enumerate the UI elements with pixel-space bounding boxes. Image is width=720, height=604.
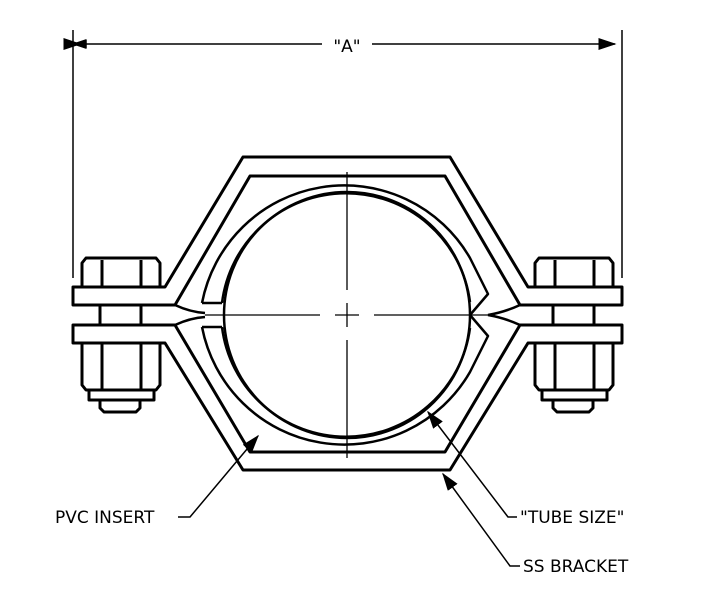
dimension-a-label: "A"	[333, 37, 360, 57]
tube-size-label: "TUBE SIZE"	[520, 508, 624, 528]
ss-bracket-label: SS BRACKET	[523, 557, 629, 577]
tube-size-leader	[427, 410, 517, 518]
ss-bracket-leader	[442, 472, 520, 567]
center-lines	[205, 172, 488, 458]
dimension-a	[63, 30, 623, 278]
pvc-insert-label: PVC INSERT	[55, 508, 155, 528]
pvc-insert-bottom	[200, 314, 490, 446]
pvc-insert-top	[200, 184, 490, 316]
pvc-insert-leader	[178, 434, 259, 518]
left-bolt-assembly	[80, 256, 162, 414]
right-bolt-assembly	[533, 256, 615, 414]
